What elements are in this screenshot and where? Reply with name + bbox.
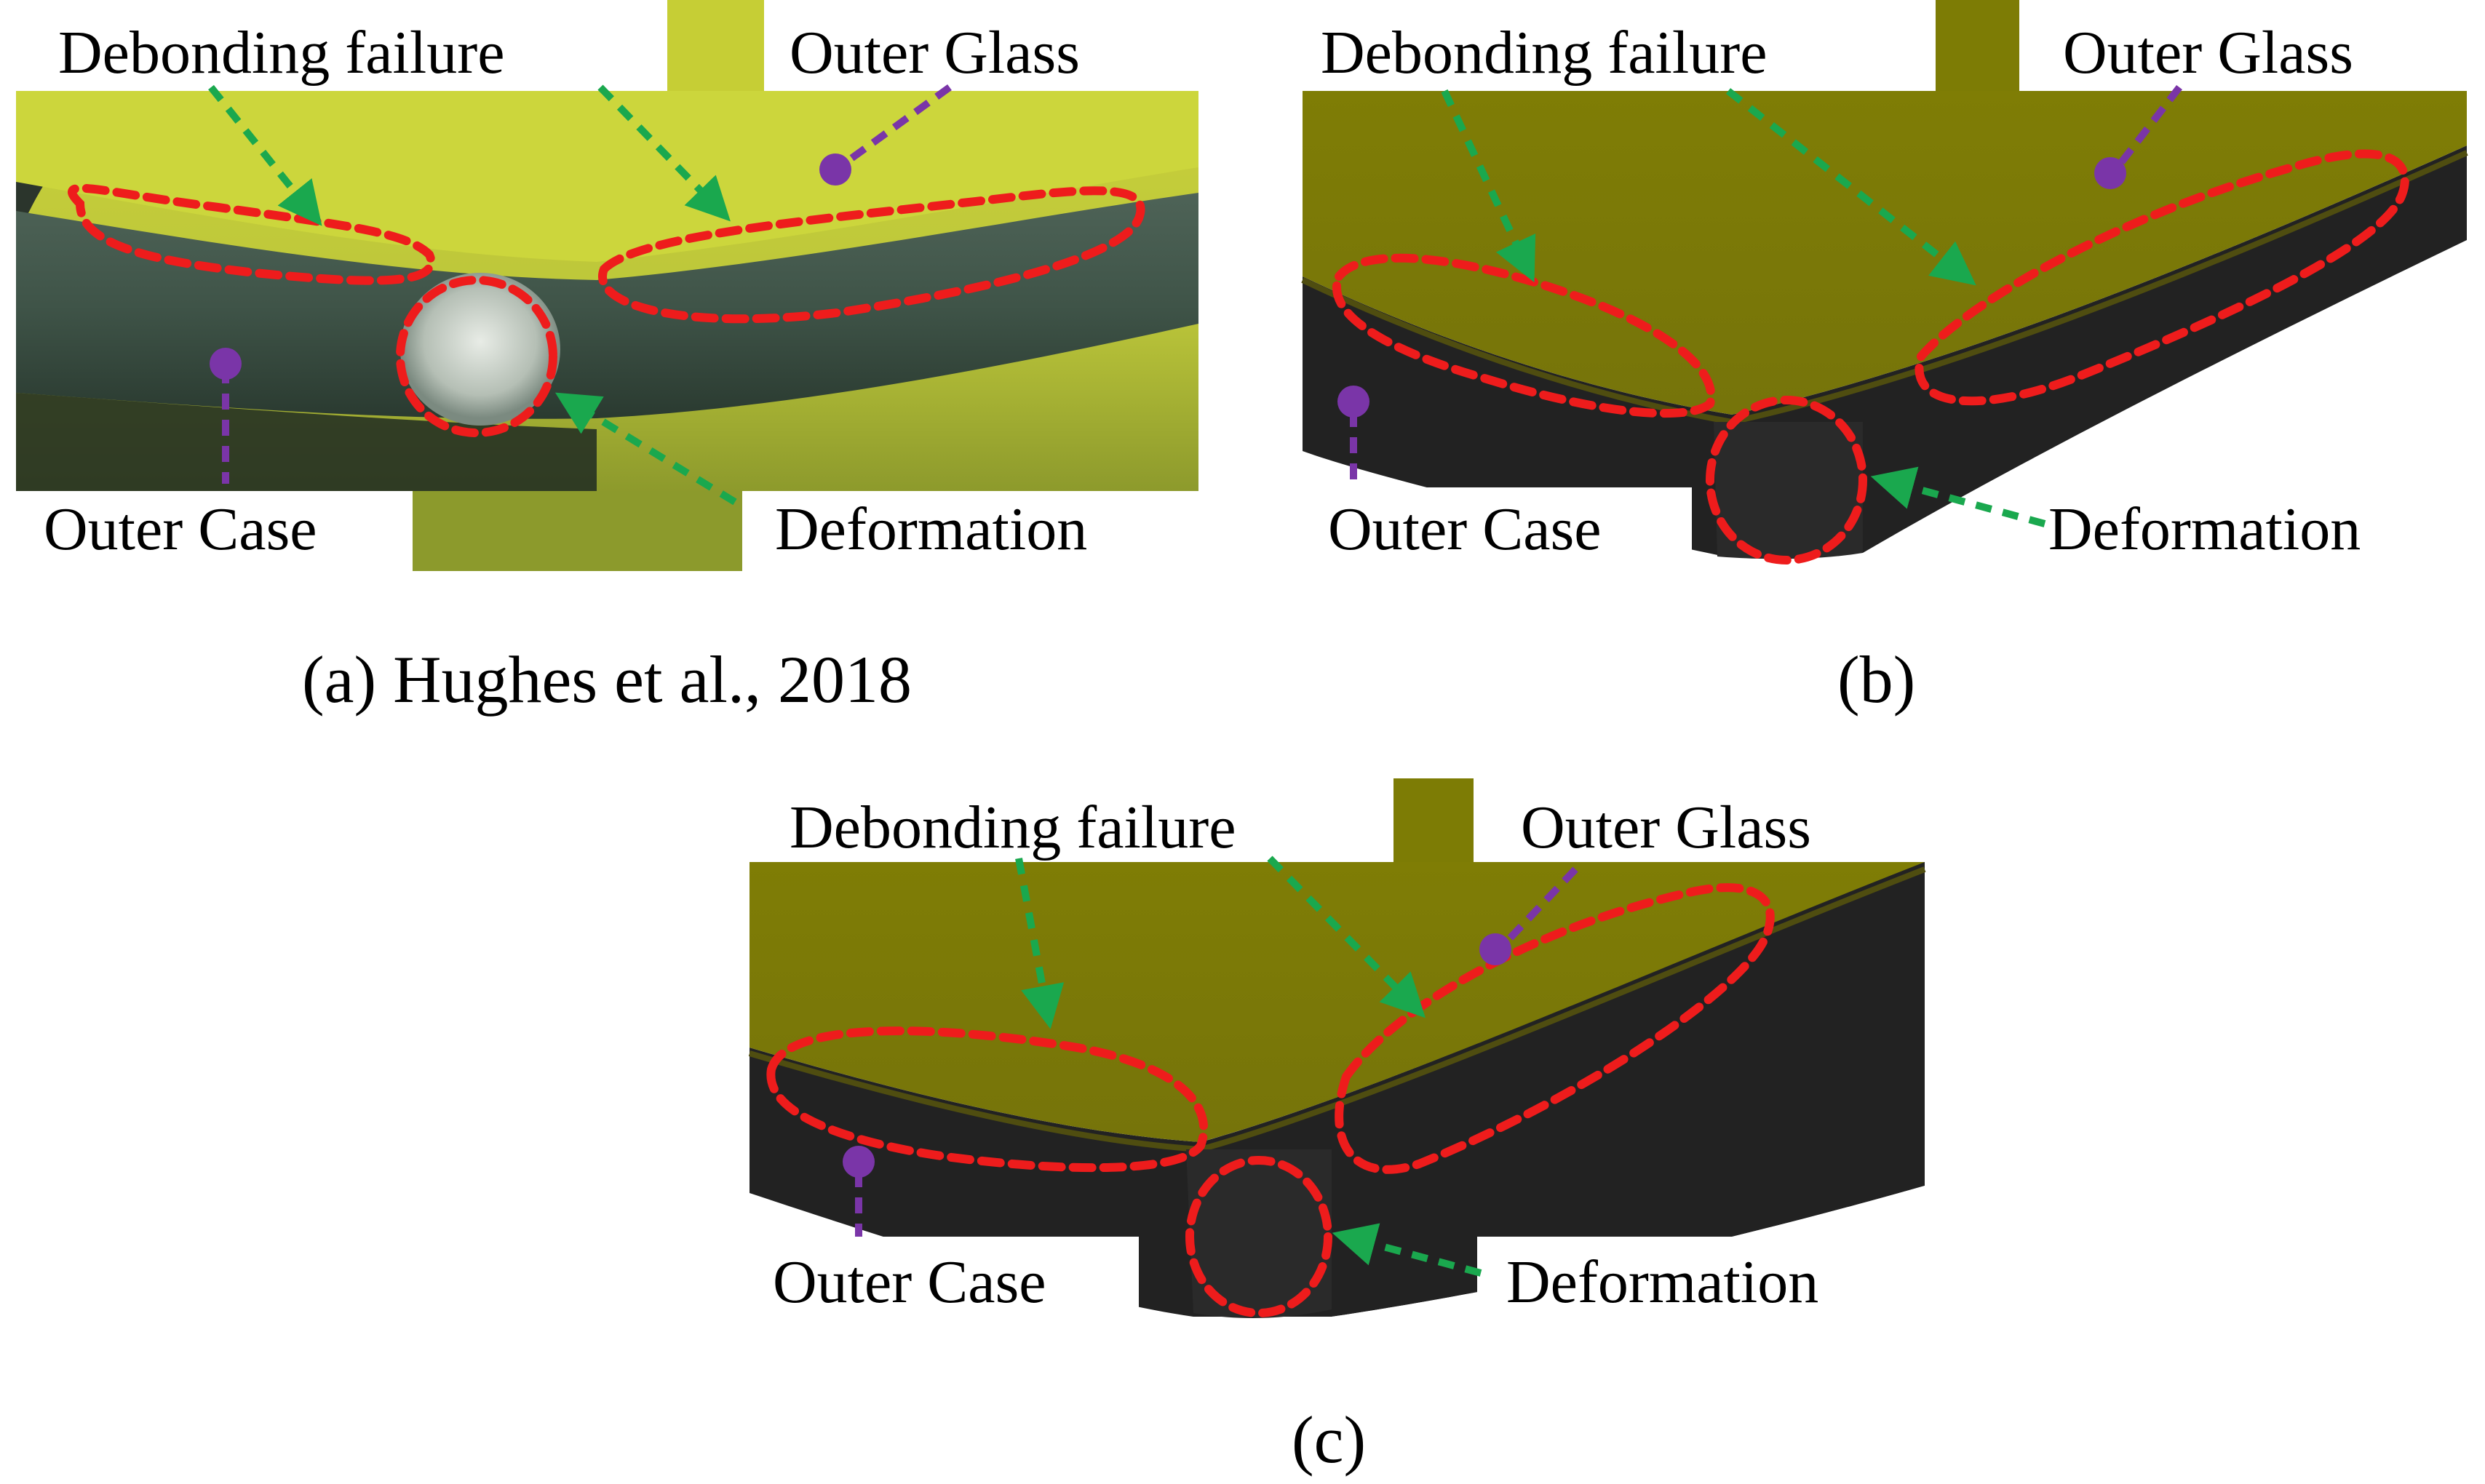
panel-b-marker-line-glass (2115, 84, 2182, 170)
panel-c-label-deformation: Deformation (1506, 1248, 1818, 1316)
panel-b-corner-block (1714, 422, 1863, 559)
panel-a-marker-dot-case (210, 348, 242, 380)
panel-b-label-deformation: Deformation (2048, 495, 2361, 563)
panel-c-deformation-circle (1185, 1156, 1332, 1317)
panel-c: Debonding failure Outer Glass Outer Case… (748, 778, 1926, 1477)
panel-b-arrow-deformation (1870, 466, 2046, 527)
panel-c-label-outer-case: Outer Case (773, 1248, 1046, 1316)
panel-a-debonding-loop-left (68, 183, 436, 285)
panel-a: Debonding failure Outer Glass Outer Case… (16, 0, 1215, 717)
panel-a-label-deformation: Deformation (775, 495, 1087, 563)
panel-b-deformation-circle (1706, 396, 1867, 565)
panel-c-debonding-loop-left (766, 1026, 1209, 1173)
panel-c-marker-dot-glass (1479, 933, 1511, 965)
panel-c-corner-block (1186, 1149, 1332, 1318)
panel-a-crown (400, 273, 560, 426)
panel-a-lower-shadow (16, 393, 597, 491)
panel-b-debonding-loop-left (1332, 253, 1716, 418)
panel-a-label-outer-glass: Outer Glass (790, 19, 1080, 87)
panel-a-marker-line-glass (842, 84, 952, 167)
panel-b-outer-case (1303, 145, 2467, 556)
panel-a-caption: (a) Hughes et al., 2018 (302, 642, 912, 717)
panel-b-label-debonding: Debonding failure (1321, 19, 1767, 87)
panel-c-outer-case (750, 858, 1925, 1317)
panel-a-arrow-deformation (554, 392, 737, 506)
panel-a-label-debonding: Debonding failure (58, 19, 504, 87)
panel-b-label-outer-glass: Outer Glass (2063, 19, 2353, 87)
panel-c-arrow-deformation (1332, 1223, 1482, 1277)
panel-b-arrow-debonding-left (1441, 89, 1536, 283)
panel-b-debonding-loop-right (1915, 149, 2409, 406)
panel-b-marker-dot-glass (2094, 157, 2126, 189)
panel-a-arrow-debonding-right (597, 84, 731, 222)
panel-b-marker-dot-case (1337, 386, 1369, 418)
panel-c-marker-line-glass (1503, 866, 1578, 945)
panel-c-outer-glass (750, 862, 1925, 1142)
panel-a-deformation-circle (396, 276, 557, 437)
panel-b-label-outer-case: Outer Case (1328, 495, 1602, 563)
panel-a-label-outer-case: Outer Case (44, 495, 317, 563)
panel-c-arrow-debonding-right (1267, 855, 1426, 1018)
panel-c-label-debonding: Debonding failure (790, 794, 1236, 861)
panel-a-marker-dot-glass (819, 153, 851, 186)
panel-b-arrow-debonding-right (1725, 88, 1976, 286)
panel-b: Debonding failure Outer Glass Outer Case… (1301, 0, 2485, 717)
panel-a-outer-case (16, 193, 1198, 419)
panel-c-caption: (c) (1292, 1403, 1366, 1477)
panel-a-debonding-loop-right (598, 186, 1145, 324)
panel-c-marker-dot-case (843, 1146, 875, 1178)
panel-b-outer-glass (1303, 91, 2467, 415)
panel-b-caption: (b) (1837, 642, 1915, 717)
panel-c-label-outer-glass: Outer Glass (1521, 794, 1811, 861)
